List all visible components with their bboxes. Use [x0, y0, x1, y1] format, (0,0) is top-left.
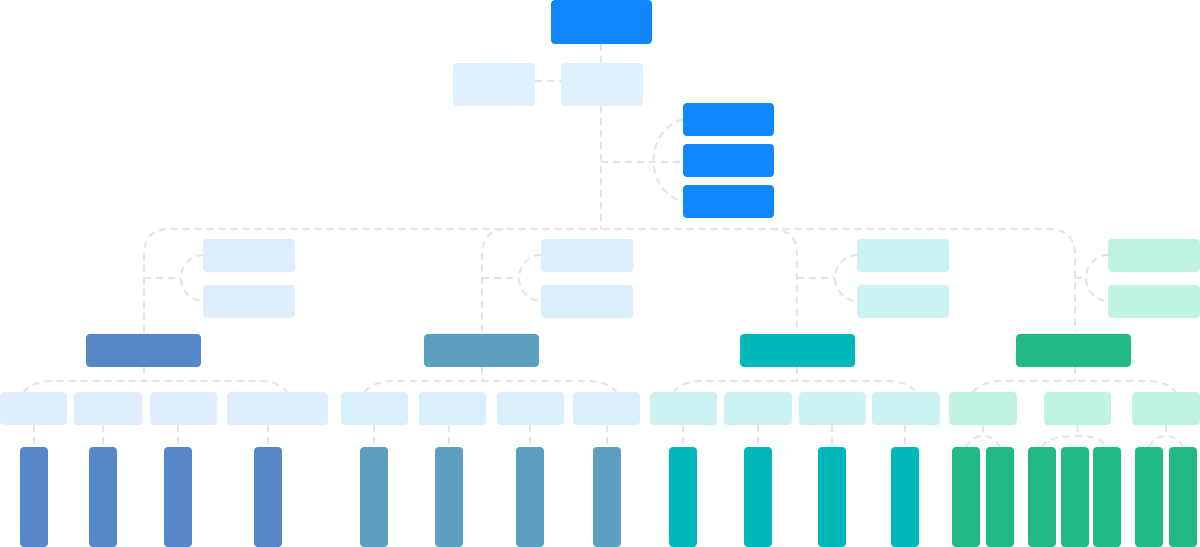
leaf-node[interactable]: [20, 447, 48, 547]
group-bus: [363, 380, 618, 393]
group-bus: [22, 380, 289, 393]
level4-node[interactable]: [341, 392, 408, 425]
branch-node[interactable]: [86, 334, 201, 367]
level4-node[interactable]: [0, 392, 67, 425]
branch-side-node[interactable]: [1108, 239, 1200, 272]
branch-side-node[interactable]: [857, 239, 949, 272]
level2-node[interactable]: [561, 63, 643, 106]
root-node[interactable]: [551, 0, 652, 44]
level4-node[interactable]: [74, 392, 142, 425]
leaf-node[interactable]: [669, 447, 697, 547]
branch-side-node[interactable]: [203, 239, 295, 272]
level4-node[interactable]: [650, 392, 717, 425]
leaf-node[interactable]: [593, 447, 621, 547]
level4-node[interactable]: [799, 392, 866, 425]
level4-node[interactable]: [150, 392, 217, 425]
branch-side-node[interactable]: [1108, 285, 1200, 318]
level4-node[interactable]: [497, 392, 564, 425]
side-bracket: [834, 254, 858, 302]
group-bus: [672, 380, 917, 393]
branch-node[interactable]: [740, 334, 855, 367]
side-bracket: [1085, 254, 1109, 302]
side-bracket: [180, 254, 204, 302]
level4-node[interactable]: [724, 392, 792, 425]
leaf-node[interactable]: [1093, 447, 1121, 547]
leaf-node[interactable]: [891, 447, 919, 547]
side-bracket: [518, 254, 542, 302]
leaf-node[interactable]: [254, 447, 282, 547]
leaf-node[interactable]: [1061, 447, 1089, 547]
leaf-node[interactable]: [164, 447, 192, 547]
level4-node[interactable]: [419, 392, 486, 425]
branch-side-node[interactable]: [541, 239, 633, 272]
level4-node[interactable]: [949, 392, 1017, 425]
leaf-node[interactable]: [89, 447, 117, 547]
level4-node[interactable]: [872, 392, 940, 425]
leaf-node[interactable]: [1169, 447, 1197, 547]
bus-drop: [770, 228, 798, 332]
assistant-node[interactable]: [683, 144, 774, 177]
branch-node[interactable]: [1016, 334, 1131, 367]
branch-side-node[interactable]: [857, 285, 949, 318]
leaf-node[interactable]: [744, 447, 772, 547]
leaf-node[interactable]: [818, 447, 846, 547]
leaf-bracket: [965, 434, 1001, 448]
level4-node[interactable]: [1132, 392, 1200, 425]
branch-side-node[interactable]: [541, 285, 633, 318]
level4-node[interactable]: [573, 392, 640, 425]
leaf-node[interactable]: [1028, 447, 1056, 547]
level4-node[interactable]: [227, 392, 328, 425]
bus-drop: [481, 228, 509, 332]
group-bus: [972, 380, 1177, 393]
leaf-node[interactable]: [986, 447, 1014, 547]
level2-node[interactable]: [453, 63, 535, 106]
leaf-bracket: [1148, 434, 1184, 448]
leaf-node[interactable]: [952, 447, 980, 547]
assistant-bracket: [652, 118, 684, 203]
leaf-node[interactable]: [516, 447, 544, 547]
leaf-node[interactable]: [360, 447, 388, 547]
leaf-bracket: [1041, 434, 1108, 448]
branch-side-node[interactable]: [203, 285, 295, 318]
level4-node[interactable]: [1044, 392, 1111, 425]
main-bus: [143, 228, 1076, 332]
assistant-node[interactable]: [683, 103, 774, 136]
leaf-node[interactable]: [435, 447, 463, 547]
branch-node[interactable]: [424, 334, 539, 367]
assistant-node[interactable]: [683, 185, 774, 218]
leaf-node[interactable]: [1135, 447, 1163, 547]
